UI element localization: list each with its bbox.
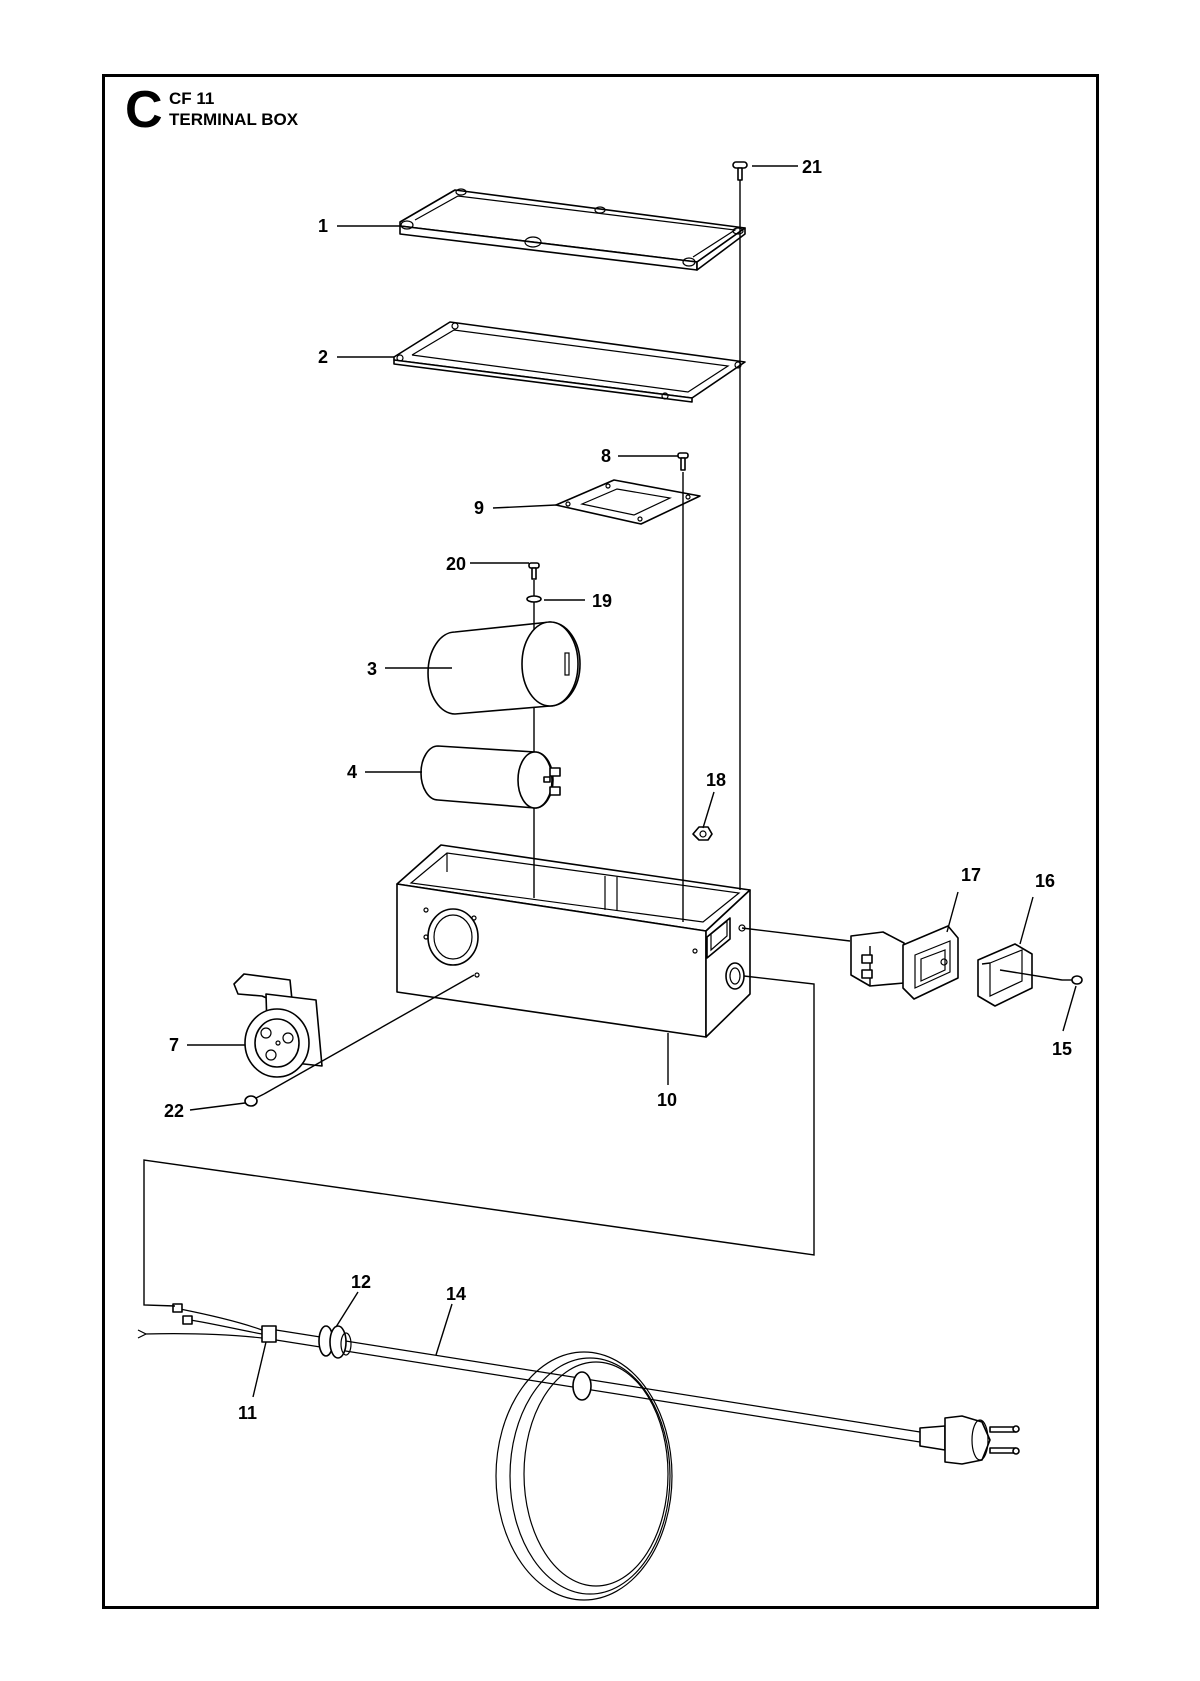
switch-plate-part (555, 479, 701, 525)
callout-8: 8 (601, 446, 611, 466)
callout-15: 15 (1052, 1039, 1072, 1059)
terminal-box-part (396, 844, 751, 1038)
switch-17-part (850, 925, 959, 1000)
callout-10: 10 (657, 1090, 677, 1110)
callout-leaders (187, 165, 1077, 1398)
callout-20: 20 (446, 554, 466, 574)
callout-3: 3 (367, 659, 377, 679)
diagram-frame (102, 74, 1099, 1609)
diagram-title: TERMINAL BOX (169, 110, 299, 129)
callout-12: 12 (351, 1272, 371, 1292)
callout-7: 7 (169, 1035, 179, 1055)
callout-18: 18 (706, 770, 726, 790)
callout-11: 11 (238, 1403, 257, 1423)
callout-9: 9 (474, 498, 484, 518)
callout-1: 1 (318, 216, 328, 236)
callout-4: 4 (347, 762, 357, 782)
assembly-lines (143, 180, 1063, 1307)
diagram-code: CF 11 (169, 89, 215, 108)
capacitor-3-part (427, 621, 581, 715)
screw-8-part (677, 452, 689, 471)
callout-labels: 1 2 3 4 7 8 9 10 11 12 14 15 16 17 18 19… (164, 157, 1072, 1423)
cover-part (399, 188, 746, 271)
screw-21-part (732, 161, 748, 181)
screw-20-part (528, 562, 540, 580)
callout-14: 14 (446, 1284, 466, 1304)
nut-18-part (692, 826, 713, 841)
callout-2: 2 (318, 347, 328, 367)
gasket-part (393, 321, 746, 403)
screw-15-part (1062, 975, 1083, 985)
screw-22-part (244, 1093, 265, 1107)
socket-7-part (233, 973, 323, 1078)
callout-19: 19 (592, 591, 612, 611)
section-letter: C (125, 81, 163, 139)
callout-22: 22 (164, 1101, 184, 1121)
washer-19-part (526, 595, 542, 603)
callout-21: 21 (802, 157, 822, 177)
callout-17: 17 (961, 865, 981, 885)
switch-cover-16-part (977, 943, 1033, 1007)
callout-16: 16 (1035, 871, 1055, 891)
capacitor-4-part (420, 745, 561, 809)
cable-assembly-part (137, 1303, 1020, 1601)
